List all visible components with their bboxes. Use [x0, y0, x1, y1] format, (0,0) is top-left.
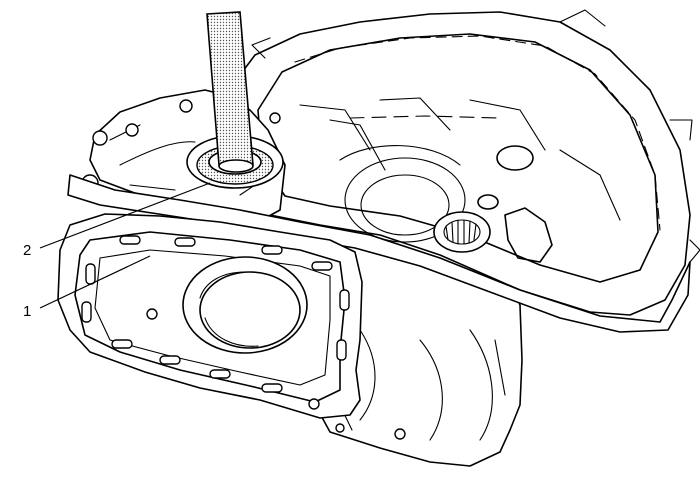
output-shaft-bore-inner: [199, 271, 301, 349]
gasket-inner-outline: [74, 231, 346, 403]
gasket-bolt-slots: [81, 235, 350, 393]
bore-shading: [199, 271, 259, 347]
selector-pin: [477, 194, 499, 210]
upper-left-housing-ribs: [109, 124, 271, 196]
differential-bore: [344, 157, 466, 243]
locating-pin-hole: [146, 308, 158, 320]
input-bearing-race: [443, 219, 481, 245]
lower-bolt-hole: [335, 423, 345, 433]
lower-housing-ribs: [334, 329, 506, 441]
callout-2: 2: [23, 242, 32, 259]
bell-flange-slots: [294, 35, 661, 231]
input-bearing: [433, 211, 491, 253]
cavity-ribs: [299, 97, 621, 221]
differential-bore-inner: [360, 174, 450, 236]
shift-lever: [504, 207, 553, 263]
seal-installer-tip: [218, 159, 254, 173]
shift-shaft-boss: [496, 145, 534, 171]
bell-housing-inner-rim: [257, 33, 659, 283]
bell-housing-flange-lugs: [251, 9, 700, 263]
lower-bolt-hole: [394, 428, 406, 440]
gasket-slots-right: [349, 115, 501, 119]
bolt-hole: [92, 130, 108, 146]
bolt-hole: [125, 123, 139, 137]
callout-1: 1: [23, 303, 32, 320]
leader-line-1: [39, 255, 151, 309]
bearing-rollers: [445, 219, 477, 245]
gasket-sealing-surface: [94, 249, 331, 386]
leader-line-2: [39, 182, 211, 249]
output-shaft-bore: [182, 256, 308, 354]
bolt-hole: [179, 99, 193, 113]
gasket-bolt-hole: [308, 398, 320, 410]
bolt-hole: [269, 112, 281, 124]
